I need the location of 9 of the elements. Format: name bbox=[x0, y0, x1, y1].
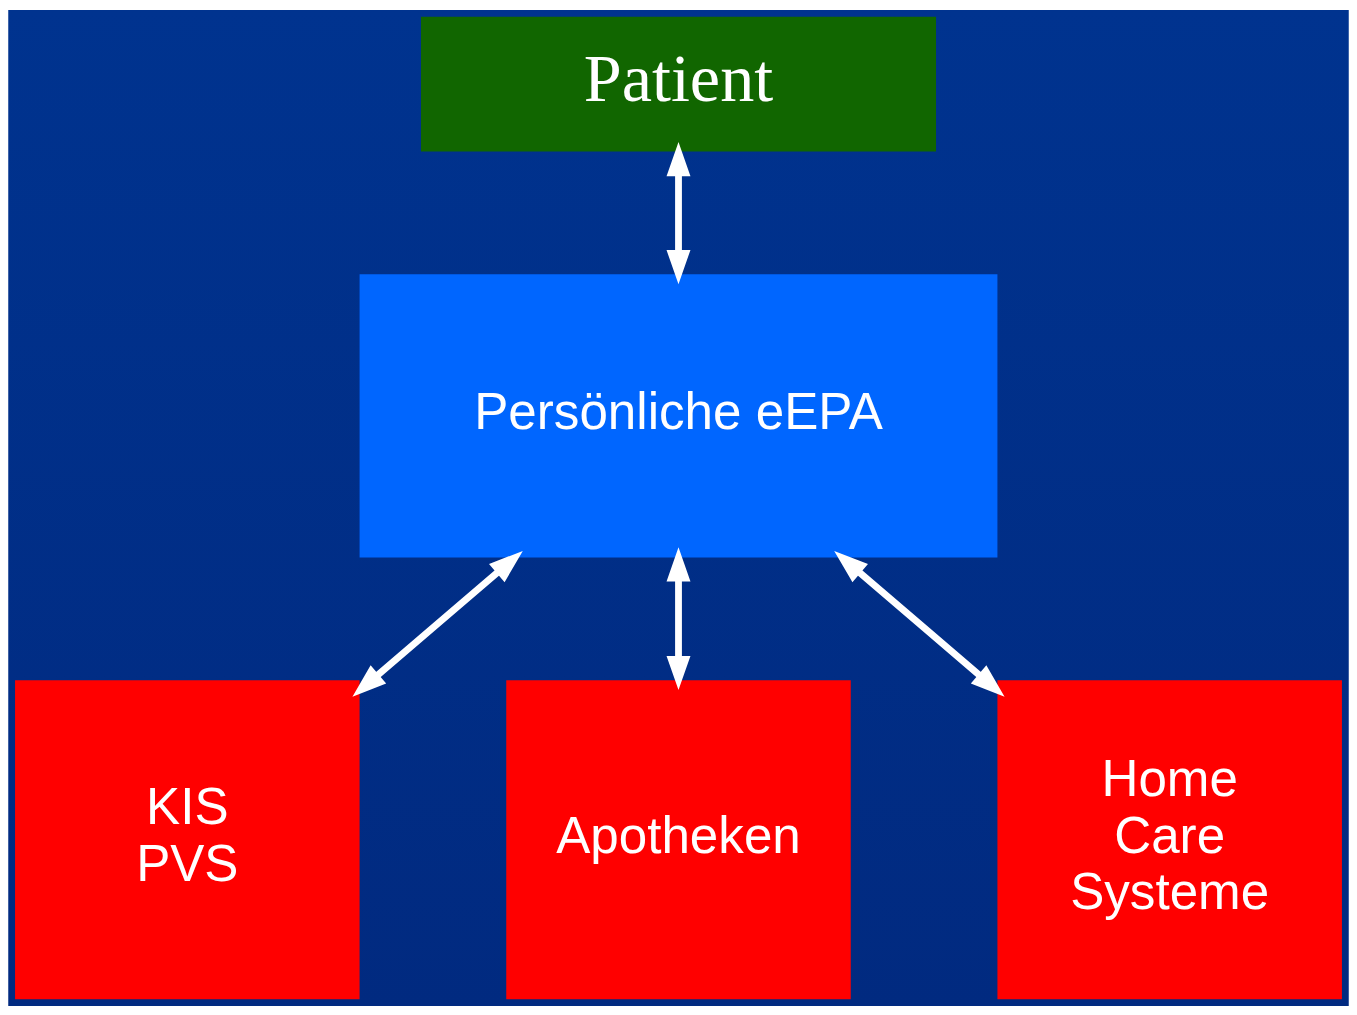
node-box: Apotheken bbox=[506, 679, 851, 999]
node-box: Home Care Systeme bbox=[997, 679, 1342, 999]
node-box: Persönliche eEPA bbox=[359, 273, 998, 557]
arrow bbox=[834, 550, 1005, 697]
arrow bbox=[352, 550, 523, 697]
arrow bbox=[666, 141, 691, 284]
node-box: KIS PVS bbox=[15, 679, 360, 999]
node-box: Patient bbox=[420, 16, 937, 152]
arrow bbox=[666, 546, 691, 690]
